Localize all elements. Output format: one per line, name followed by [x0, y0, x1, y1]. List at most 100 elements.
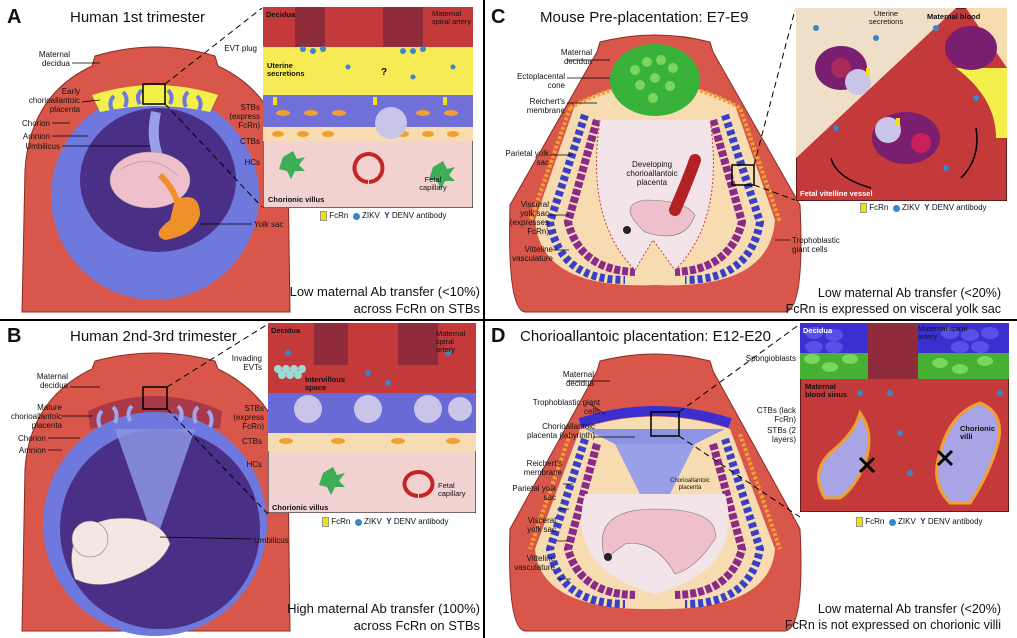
a-label-yolk-sac: Yolk sac — [254, 220, 284, 229]
c-label-visceral: Visceral yolk sac (expresses FcRn) — [509, 200, 549, 236]
panel-d-letter: D — [491, 325, 506, 347]
a-label-amnion: Amnion — [22, 132, 50, 141]
b-label-maternal-decidua: Maternal decidua — [36, 372, 68, 390]
panel-b-letter: B — [7, 325, 22, 347]
d-legend-fcrn: FcRn — [865, 517, 885, 527]
d-legend: FcRn ZIKV Y DENV antibody — [856, 517, 983, 527]
panel-c-title: Mouse Pre-placentation: E7-E9 — [540, 9, 749, 26]
c-inset-uterine-secretions: Uterine secretions — [868, 9, 904, 26]
c-footer-line2: FcRn is expressed on visceral yolk sac — [785, 302, 1001, 316]
a-label-maternal-decidua: Maternal decidua — [38, 50, 70, 68]
a-inset-hcs: HCs — [244, 158, 260, 167]
b-inset-decidua: Decidua — [271, 326, 301, 335]
c-legend-fcrn: FcRn — [869, 203, 889, 213]
b-inset-intervillous: Intervillous space — [305, 375, 346, 392]
d-inset-spongioblasts: Spongioblasts — [745, 354, 796, 363]
b-label-mature-placenta: Mature chorioallantoic placenta — [10, 403, 62, 430]
b-label-umbilicus: Umbilicus — [254, 536, 289, 545]
b-inset-hcs: HCs — [246, 460, 262, 469]
d-legend-denv: DENV antibody — [927, 517, 983, 527]
a-inset-stbs: STBs (express FcRn) — [229, 103, 260, 130]
c-label-vitelline: Vitteline vasculature — [512, 245, 553, 263]
panel-a-inset: ? — [263, 7, 473, 208]
c-legend-zikv: ZIKV — [902, 203, 920, 213]
a-footer-line1: Low maternal Ab transfer (<10%) — [289, 284, 480, 299]
c-inset-maternal-blood: Maternal blood — [927, 12, 981, 21]
panel-c-letter: C — [491, 6, 506, 28]
fcrn-icon — [320, 211, 327, 221]
horizontal-divider — [0, 319, 1017, 321]
zikv-icon — [354, 518, 362, 526]
a-label-umbilicus: Umbilicus — [25, 142, 60, 151]
a-legend: FcRn ZIKV Y DENV antibody — [320, 211, 447, 221]
c-legend-denv: DENV antibody — [931, 203, 987, 213]
d-label-tgc: Trophoblastic giant cells — [532, 398, 600, 416]
d-inset-maternal-blood-sinus: Maternal blood sinus — [805, 382, 848, 399]
d-inset-stbs: STBs (2 layers) — [767, 426, 796, 444]
d-inset-chorionic-villi: Chorionic villi — [960, 424, 995, 441]
d-label-visceral: Visceral yolk sac — [527, 516, 556, 534]
a-legend-fcrn: FcRn — [329, 211, 349, 221]
c-label-tgc: Trophoblastic giant cells — [792, 236, 840, 254]
b-inset-stbs: STBs (express FcRn) — [233, 404, 264, 431]
d-inset-ctbs: CTBs (lack FcRn) — [756, 406, 796, 424]
zikv-icon — [352, 212, 360, 220]
a-inset-decidua: Decidua — [266, 10, 296, 19]
panel-a-diagram — [21, 7, 291, 313]
d-footer-line1: Low maternal Ab transfer (<20%) — [817, 602, 1001, 616]
c-legend: FcRn ZIKV Y DENV antibody — [860, 203, 987, 213]
b-label-amnion: Amnion — [18, 446, 46, 455]
b-legend: FcRn ZIKV Y DENV antibody — [322, 517, 449, 527]
antibody-icon: Y — [384, 211, 390, 221]
panel-c-inset — [796, 8, 1007, 201]
a-inset-spiral-artery: Maternal spiral artery — [432, 9, 472, 26]
antibody-icon: Y — [386, 517, 392, 527]
b-legend-zikv: ZIKV — [364, 517, 382, 527]
a-inset-evt-plug: EVT plug — [224, 44, 257, 53]
d-inset-decidua: Decidua — [803, 326, 833, 335]
d-label-chorioallantoic-small: Chorioallantoic placenta — [670, 478, 710, 491]
a-legend-zikv: ZIKV — [362, 211, 380, 221]
c-label-ectoplacental: Ectoplacental cone — [516, 72, 565, 90]
fcrn-icon — [860, 203, 867, 213]
b-footer-line1: High maternal Ab transfer (100%) — [287, 601, 480, 616]
a-inset-uterine-secretions: Uterine secretions — [267, 61, 305, 78]
b-inset-invading-evts: Invading EVTs — [231, 354, 262, 372]
b-footer-line2: across FcRn on STBs — [353, 618, 480, 633]
panel-a-title: Human 1st trimester — [70, 9, 206, 26]
antibody-icon: Y — [924, 203, 930, 213]
a-footer-line2: across FcRn on STBs — [353, 301, 480, 316]
b-legend-denv: DENV antibody — [393, 517, 449, 527]
b-inset-spiral-artery: Maternal spiral artery — [436, 329, 466, 354]
c-label-parietal: Parietal yolk sac — [505, 149, 549, 167]
c-footer-line1: Low maternal Ab transfer (<20%) — [817, 286, 1001, 300]
b-legend-fcrn: FcRn — [331, 517, 351, 527]
b-inset-ctbs: CTBs — [242, 437, 262, 446]
antibody-icon: Y — [920, 517, 926, 527]
a-inset-chorionic-villus: Chorionic villus — [268, 195, 325, 204]
c-label-maternal-decidua: Maternal decidua — [560, 48, 592, 66]
fcrn-icon — [856, 517, 863, 527]
b-label-chorion: Chorion — [17, 434, 46, 443]
panel-d-title: Chorioallantoic placentation: E12-E20 — [520, 328, 771, 345]
panel-b-title: Human 2nd-3rd trimester — [70, 328, 237, 345]
d-label-vitelline: Vitteline vasculature — [514, 554, 555, 572]
a-inset-ctbs: CTBs — [240, 137, 260, 146]
b-inset-fetal-capillary: Fetal capillary — [438, 481, 466, 498]
d-legend-zikv: ZIKV — [898, 517, 916, 527]
a-label-early-placenta: Early chorioallantoic placenta — [28, 87, 80, 114]
panel-d-inset — [800, 323, 1009, 512]
c-label-reicherts: Reichert's membrane — [526, 97, 565, 115]
a-legend-denv: DENV antibody — [391, 211, 447, 221]
zikv-icon — [892, 204, 900, 212]
a-inset-question: ? — [381, 67, 387, 78]
c-inset-fetal-vitelline: Fetal vitelline vessel — [800, 189, 873, 198]
panel-a-letter: A — [7, 6, 22, 28]
c-label-developing: Developing chorioallantoic placenta — [626, 160, 678, 187]
a-label-chorion: Chorion — [21, 119, 50, 128]
panel-b-diagram — [21, 323, 291, 636]
d-label-parietal: Parietal yolk sac — [512, 484, 556, 502]
a-inset-fetal-capillary: Fetal capillary — [419, 175, 447, 192]
b-inset-chorionic-villus: Chorionic villus — [272, 503, 329, 512]
d-label-labyrinth: Chorioallantoic placenta (labyrinth) — [526, 422, 595, 440]
